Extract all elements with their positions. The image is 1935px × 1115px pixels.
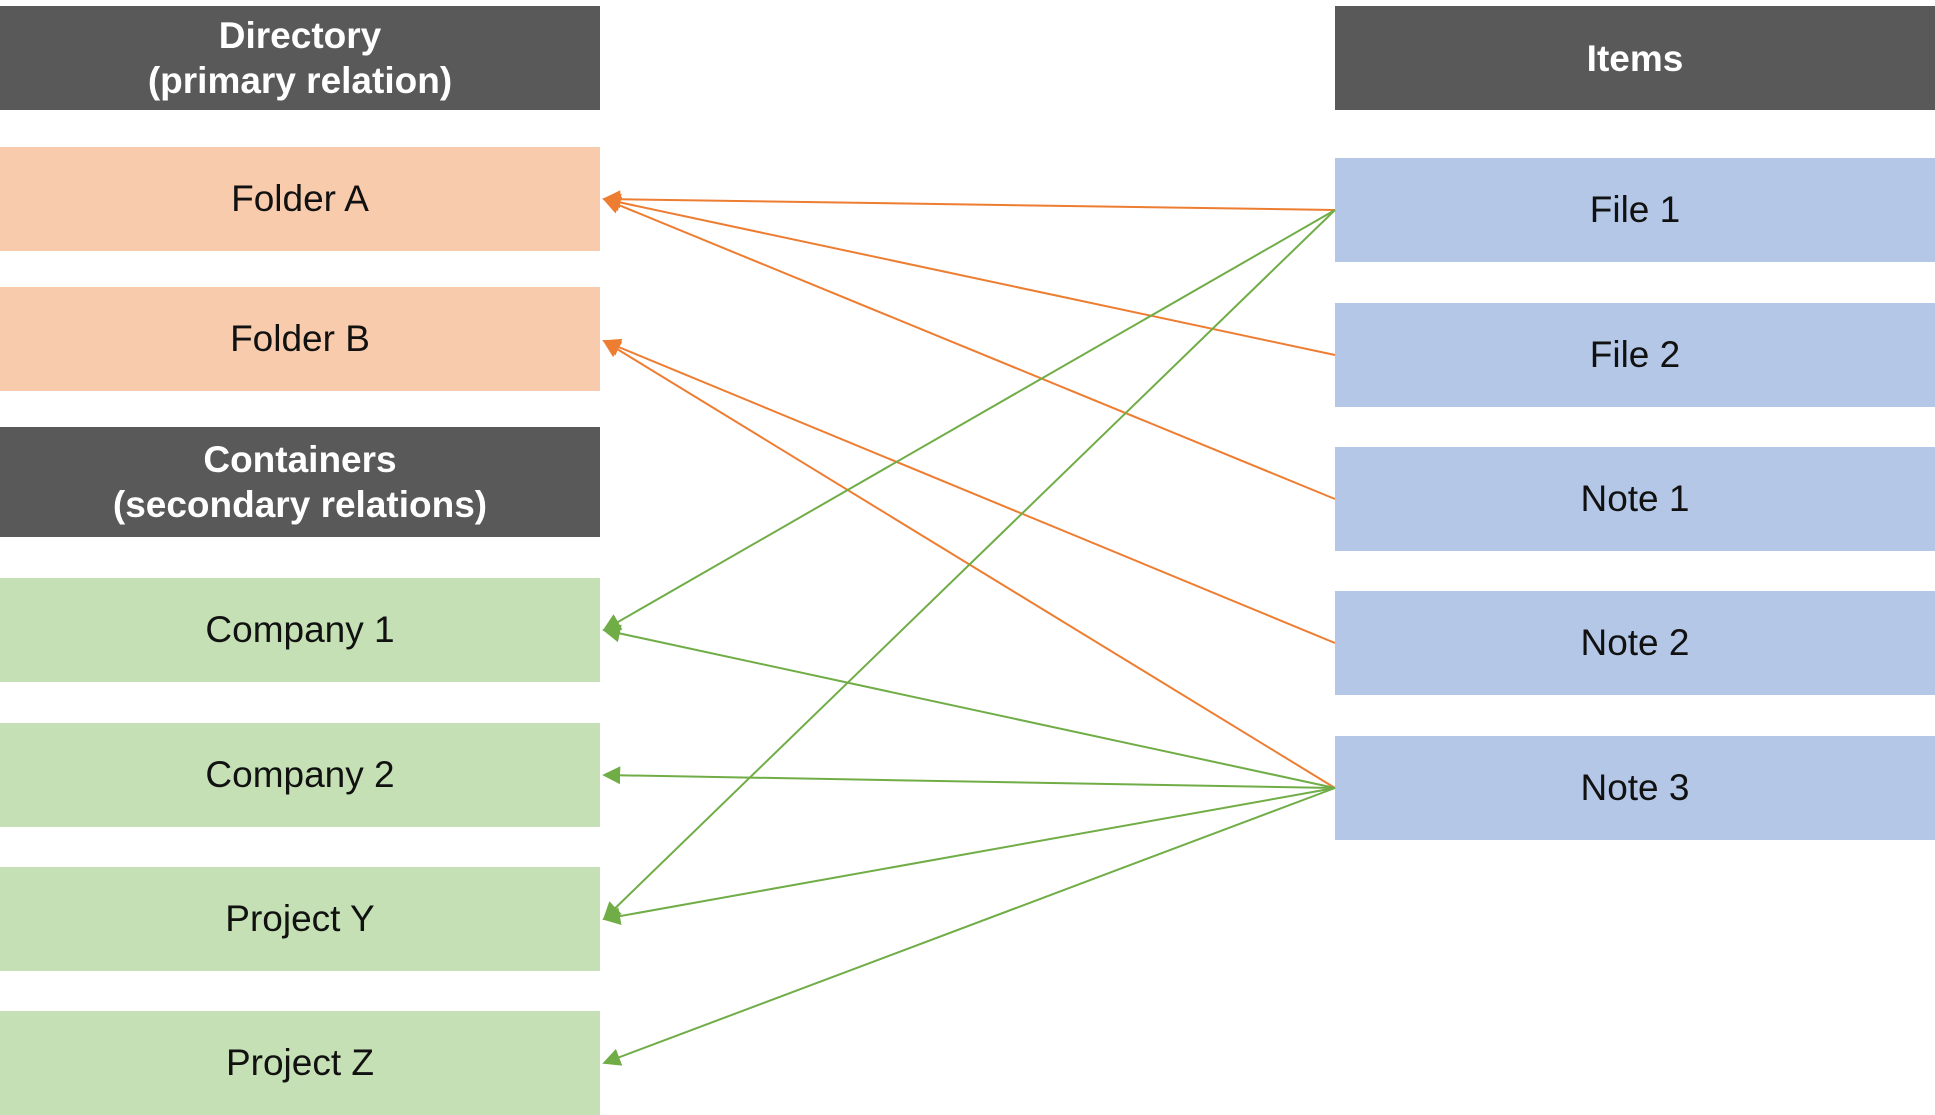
node-label: Company 2 (205, 754, 395, 795)
node-note-2: Note 2 (1335, 591, 1935, 695)
node-label: Project Z (225, 1042, 375, 1083)
secondary-edge-note-3-to-project-y (602, 787, 1336, 926)
items-header: Items (1335, 6, 1935, 110)
node-project-z: Project Z (0, 1011, 600, 1115)
node-folder-b: Folder B (0, 287, 600, 391)
node-label: Folder A (231, 178, 369, 219)
node-label: Project Y (225, 898, 375, 939)
node-company-1: Company 1 (0, 578, 600, 682)
primary-edge-file-1-to-folder-a (602, 190, 1336, 211)
directory-header: Directory (primary relation) (0, 6, 600, 110)
node-file-2: File 2 (1335, 303, 1935, 407)
secondary-edge-note-3-to-company-1 (602, 624, 1336, 789)
node-note-3: Note 3 (1335, 736, 1935, 840)
node-project-y: Project Y (0, 867, 600, 971)
directory-header-label: Directory (primary relation) (147, 15, 453, 101)
node-label: Note 1 (1580, 478, 1690, 519)
node-file-1: File 1 (1335, 158, 1935, 262)
secondary-edge-file-1-to-company-1 (602, 209, 1336, 631)
secondary-edge-note-3-to-company-2 (602, 766, 1336, 789)
containers-header-label: Containers (secondary relations) (112, 439, 488, 525)
primary-edge-note-2-to-folder-b (602, 338, 1336, 644)
node-label: Note 2 (1580, 622, 1690, 663)
primary-edge-file-2-to-folder-a (602, 193, 1336, 356)
primary-edge-note-1-to-folder-a (602, 196, 1336, 500)
secondary-edge-file-1-to-project-y (602, 209, 1336, 921)
node-note-1: Note 1 (1335, 447, 1935, 551)
secondary-edge-note-3-to-project-z (602, 787, 1336, 1066)
node-folder-a: Folder A (0, 147, 600, 251)
node-label: File 2 (1589, 334, 1681, 375)
containers-header: Containers (secondary relations) (0, 427, 600, 537)
node-label: Note 3 (1580, 767, 1690, 808)
primary-edge-note-3-to-folder-b (602, 340, 1336, 789)
node-label: Folder B (230, 318, 370, 359)
node-label: File 1 (1589, 189, 1681, 230)
node-label: Company 1 (205, 609, 395, 650)
items-header-label: Items (1586, 37, 1684, 79)
node-company-2: Company 2 (0, 723, 600, 827)
